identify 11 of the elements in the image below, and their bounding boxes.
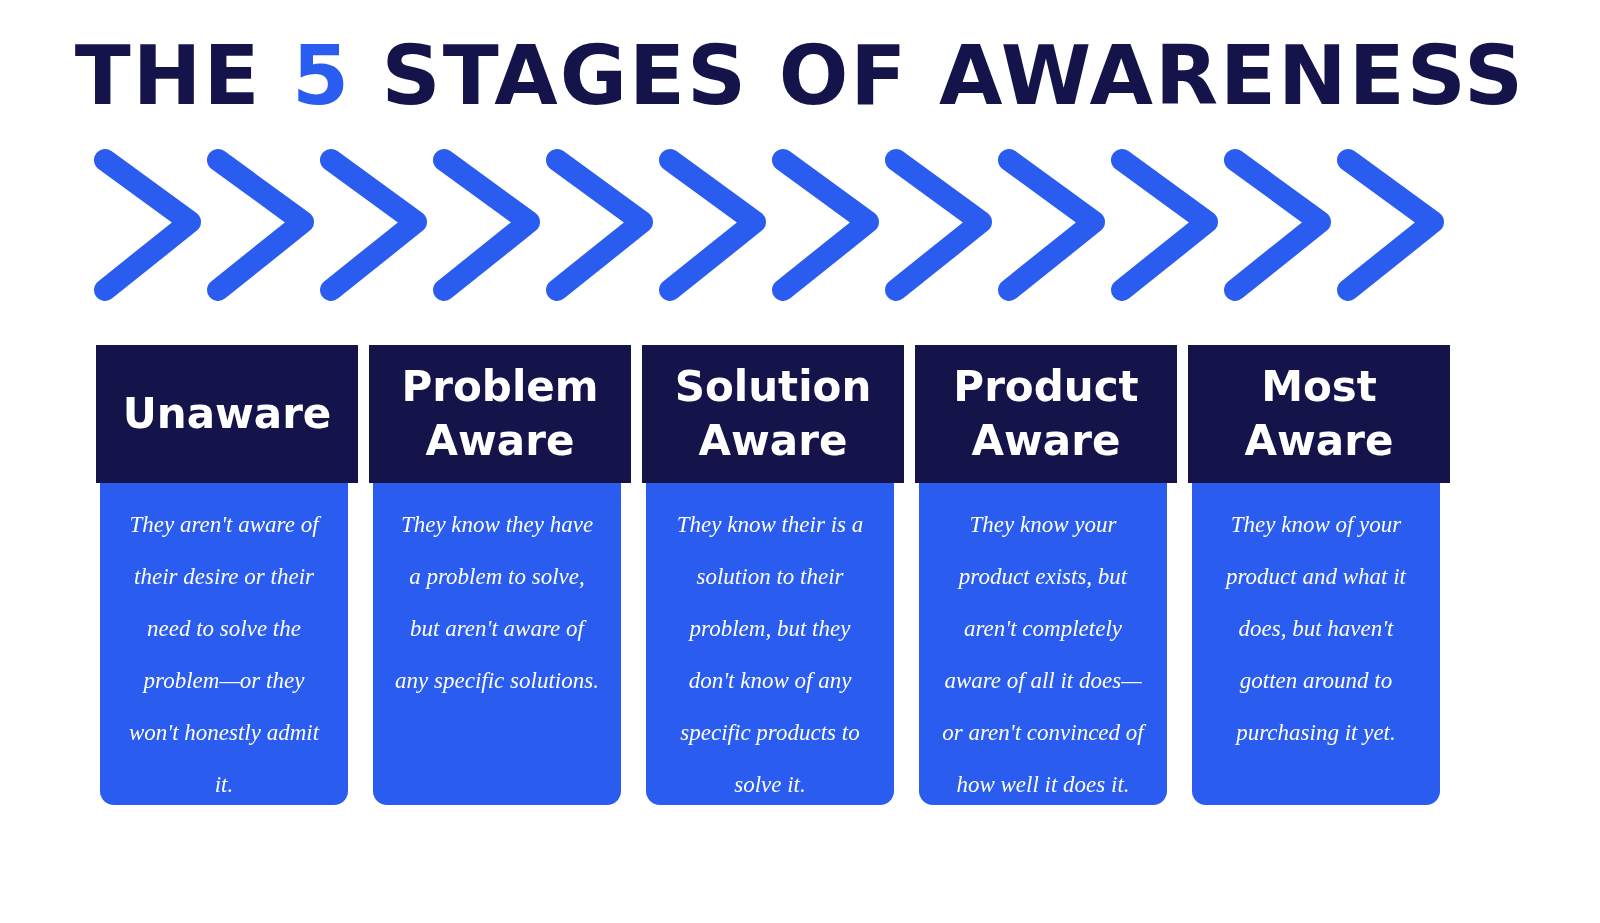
title: THE 5 STAGES OF AWARENESS <box>73 28 1527 123</box>
stage-heading: Product Aware <box>915 345 1177 483</box>
stage-heading: Most Aware <box>1188 345 1450 483</box>
stage-description: They aren't aware of their desire or their need to solve the problem—or they won't honestly admit it. <box>100 483 348 805</box>
stage-description: They know of your product and what it does, but haven't gotten around to purchasing it yet. <box>1192 483 1440 805</box>
stage-heading: Unaware <box>96 345 358 483</box>
stage-description: They know your product exists, but aren't completely aware of all it does—or aren't convinced of how well it does it. <box>919 483 1167 805</box>
stage-heading: Solution Aware <box>642 345 904 483</box>
stage-heading: Problem Aware <box>369 345 631 483</box>
stage-description: They know they have a problem to solve, but aren't aware of any specific solutions. <box>373 483 621 805</box>
stage-description: They know their is a solution to their problem, but they don't know of any specific products to solve it. <box>646 483 894 805</box>
